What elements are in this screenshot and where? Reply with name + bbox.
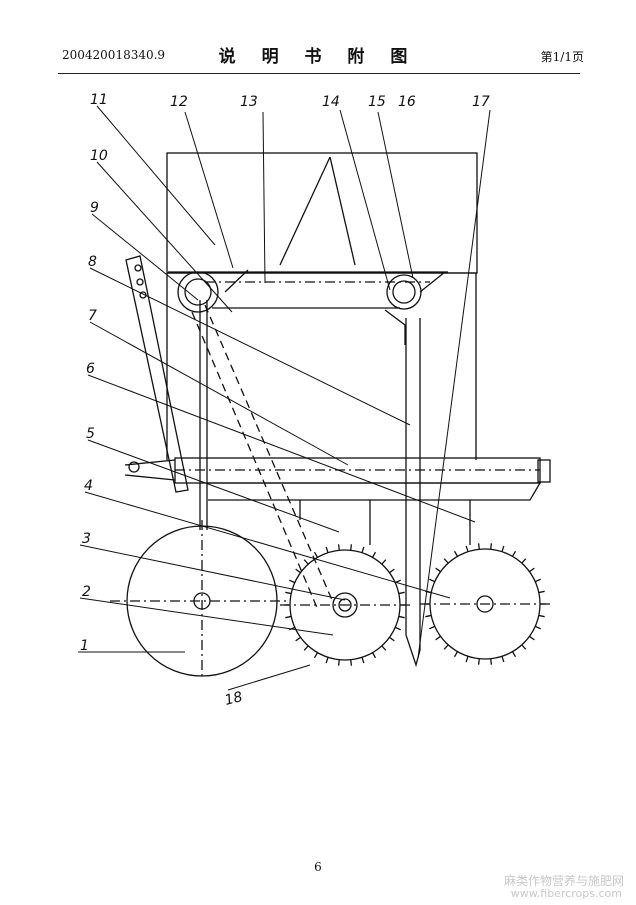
label-16: 16: [398, 94, 416, 110]
wheel-tooth: [538, 614, 545, 618]
wheel-tooth: [303, 559, 309, 565]
label-5: 5: [86, 426, 95, 442]
wheel-tooth: [325, 657, 329, 664]
wheel-tooth: [361, 657, 365, 664]
wheel-tooth: [511, 651, 517, 658]
coulter: [405, 318, 421, 668]
label-15: 15: [368, 94, 386, 110]
wheel-tooth: [361, 546, 365, 553]
wheel-tooth: [538, 590, 545, 594]
label-1: 1: [80, 638, 89, 654]
wheel-tooth: [381, 559, 387, 565]
wheel-tooth: [529, 567, 535, 573]
wheel-tooth: [425, 590, 432, 594]
wheel-tooth: [394, 579, 401, 584]
wheel-tooth: [477, 658, 480, 665]
wheel-tooth: [350, 544, 353, 551]
application-number: 200420018340.9: [62, 48, 166, 62]
wheel-tooth: [501, 656, 505, 663]
label-13: 13: [240, 94, 258, 110]
wheel-tooth: [371, 551, 377, 558]
wheel-tooth: [477, 543, 480, 550]
wheel-tooth: [295, 636, 301, 642]
wheel-tooth: [453, 651, 459, 658]
wheel-tooth: [350, 659, 353, 666]
wheel-tooth: [429, 578, 436, 583]
wheel-tooth: [295, 568, 301, 574]
wheel-tooth: [534, 578, 541, 583]
adjust-lever: [125, 255, 189, 493]
label-7: 7: [88, 308, 97, 324]
label-12: 12: [170, 94, 188, 110]
wheel-tooth: [285, 615, 292, 619]
wheel-tooth: [490, 543, 493, 550]
wheel-tooth: [398, 591, 405, 595]
drive-chain: [191, 304, 333, 611]
frame: [166, 269, 477, 530]
hopper: [166, 152, 478, 274]
wheel-tooth: [289, 626, 296, 631]
wheel-tooth: [337, 659, 340, 666]
wheel-tooth: [381, 645, 387, 651]
wheel-tooth: [435, 567, 441, 573]
label-14: 14: [322, 94, 340, 110]
wheel-tooth: [534, 625, 541, 630]
label-4: 4: [84, 478, 93, 494]
wheel-tooth: [303, 645, 309, 651]
wheel-tooth: [389, 636, 395, 642]
page-number: 6: [314, 860, 322, 874]
wheel-tooth: [465, 545, 469, 552]
header-rule: [58, 73, 580, 74]
label-17: 17: [472, 94, 490, 110]
wheel-tooth: [313, 551, 319, 558]
wheel-tooth: [429, 625, 436, 630]
wheel-tooth: [443, 558, 449, 564]
sprockets: [177, 271, 422, 313]
wheel-tooth: [501, 545, 505, 552]
wheel-tooth: [425, 614, 432, 618]
label-3: 3: [82, 531, 91, 547]
watermark-url: www.fibercrops.com: [510, 887, 622, 900]
wheel-tooth: [453, 550, 459, 557]
wheel-tooth: [465, 656, 469, 663]
wheel-tooth: [398, 615, 405, 619]
wheel-tooth: [371, 652, 377, 659]
watermark-cn: 麻类作物营养与施肥网: [503, 874, 624, 888]
label-9: 9: [90, 200, 99, 216]
wheel-tooth: [389, 568, 395, 574]
wheel-tooth: [521, 558, 527, 564]
wheel-tooth: [313, 652, 319, 659]
wheel-tooth: [325, 546, 329, 553]
main-beam: [124, 457, 551, 545]
label-6: 6: [86, 361, 95, 377]
wheel-tooth: [521, 644, 527, 650]
wheel-tooth: [511, 550, 517, 557]
label-8: 8: [88, 254, 97, 270]
label-18: 18: [223, 689, 244, 709]
wheel-tooth: [285, 591, 292, 595]
rear-wheel-teeth: [424, 543, 546, 665]
wheel-tooth: [443, 644, 449, 650]
label-2: 2: [82, 584, 91, 600]
wheel-tooth: [490, 658, 493, 665]
wheel-tooth: [289, 579, 296, 584]
wheel-tooth: [435, 635, 441, 641]
page-header: 200420018340.9 说 明 书 附 图 第1/1页: [0, 0, 636, 80]
wheel-tooth: [529, 635, 535, 641]
part-labels: 1 2 3 4 5 6 7 8 9 10 11 12 13 14 15 16 1…: [80, 92, 490, 709]
front-wheel-teeth: [284, 544, 406, 666]
leader-lines: [78, 105, 491, 691]
label-11: 11: [90, 92, 108, 108]
wheel-tooth: [337, 544, 340, 551]
seed-wheel-rear: [420, 548, 550, 660]
page-count: 第1/1页: [540, 50, 584, 64]
wheel-tooth: [394, 626, 401, 631]
page-title: 说 明 书 附 图: [218, 47, 418, 67]
label-10: 10: [90, 148, 108, 164]
